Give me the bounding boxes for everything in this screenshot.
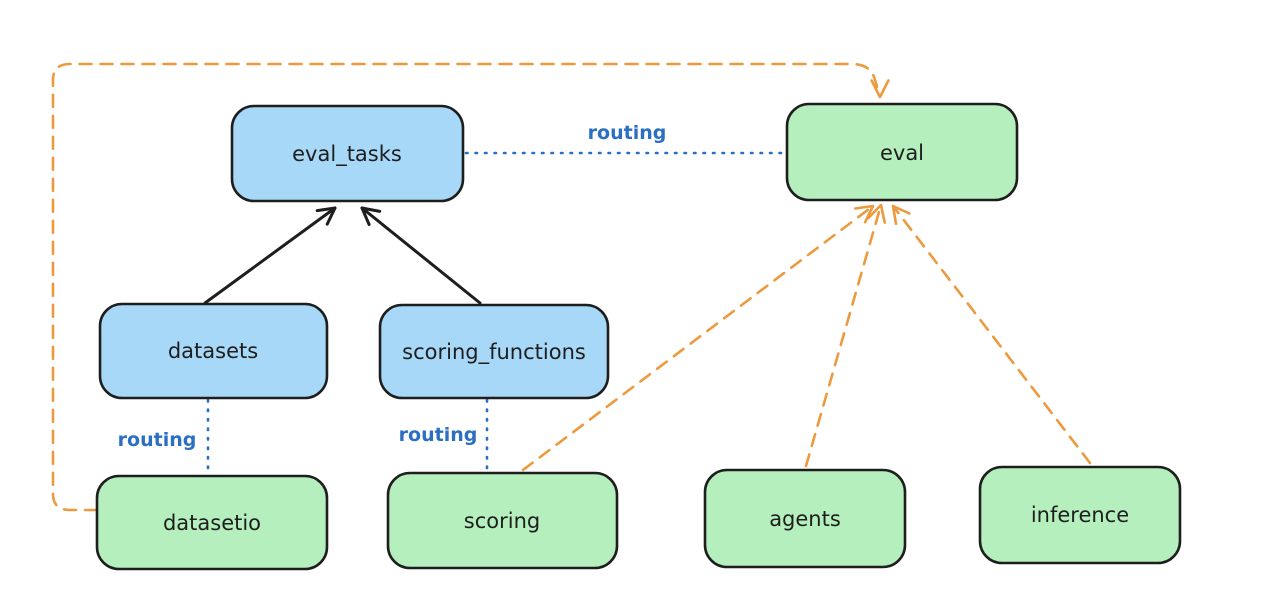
- node-eval-tasks: eval_tasks: [230, 104, 465, 203]
- arrowhead-icon: [891, 204, 911, 225]
- edge-scoring-functions-to-eval-tasks: [360, 206, 482, 305]
- node-datasets: datasets: [98, 302, 329, 400]
- node-scoring-functions: scoring_functions: [378, 303, 610, 400]
- node-agents: agents: [703, 468, 907, 569]
- arrowhead-icon: [867, 203, 886, 224]
- node-label: datasetio: [163, 511, 261, 535]
- edge-label-routing: routing: [588, 122, 667, 144]
- node-label: eval: [880, 141, 924, 165]
- node-scoring: scoring: [386, 471, 619, 570]
- arrowhead-down-icon: [870, 79, 890, 99]
- node-datasetio: datasetio: [95, 474, 329, 571]
- edge-scoring-to-eval: [521, 204, 875, 472]
- edge-datasets-to-eval-tasks: [203, 206, 337, 305]
- arrowhead-icon: [315, 206, 337, 226]
- node-inference: inference: [978, 465, 1182, 565]
- node-label: datasets: [168, 339, 258, 363]
- edge-datasetio-to-eval: [51, 62, 890, 512]
- edge-datasets-to-datasetio: routing: [118, 398, 210, 476]
- edge-agents-to-eval: [804, 203, 886, 468]
- arrowhead-icon: [360, 206, 382, 226]
- edge-label-routing: routing: [399, 424, 478, 446]
- edge-label-routing: routing: [118, 429, 197, 451]
- node-label: scoring: [464, 509, 540, 533]
- node-label: scoring_functions: [402, 340, 586, 365]
- node-eval: eval: [785, 102, 1019, 202]
- edge-scoring-functions-to-scoring: routing: [399, 398, 489, 473]
- node-label: inference: [1031, 503, 1129, 527]
- arrowhead-icon: [853, 204, 875, 224]
- node-label: eval_tasks: [292, 142, 402, 167]
- edge-inference-to-eval: [891, 204, 1092, 465]
- edge-eval-tasks-to-eval: routing: [464, 122, 788, 155]
- node-label: agents: [769, 507, 841, 531]
